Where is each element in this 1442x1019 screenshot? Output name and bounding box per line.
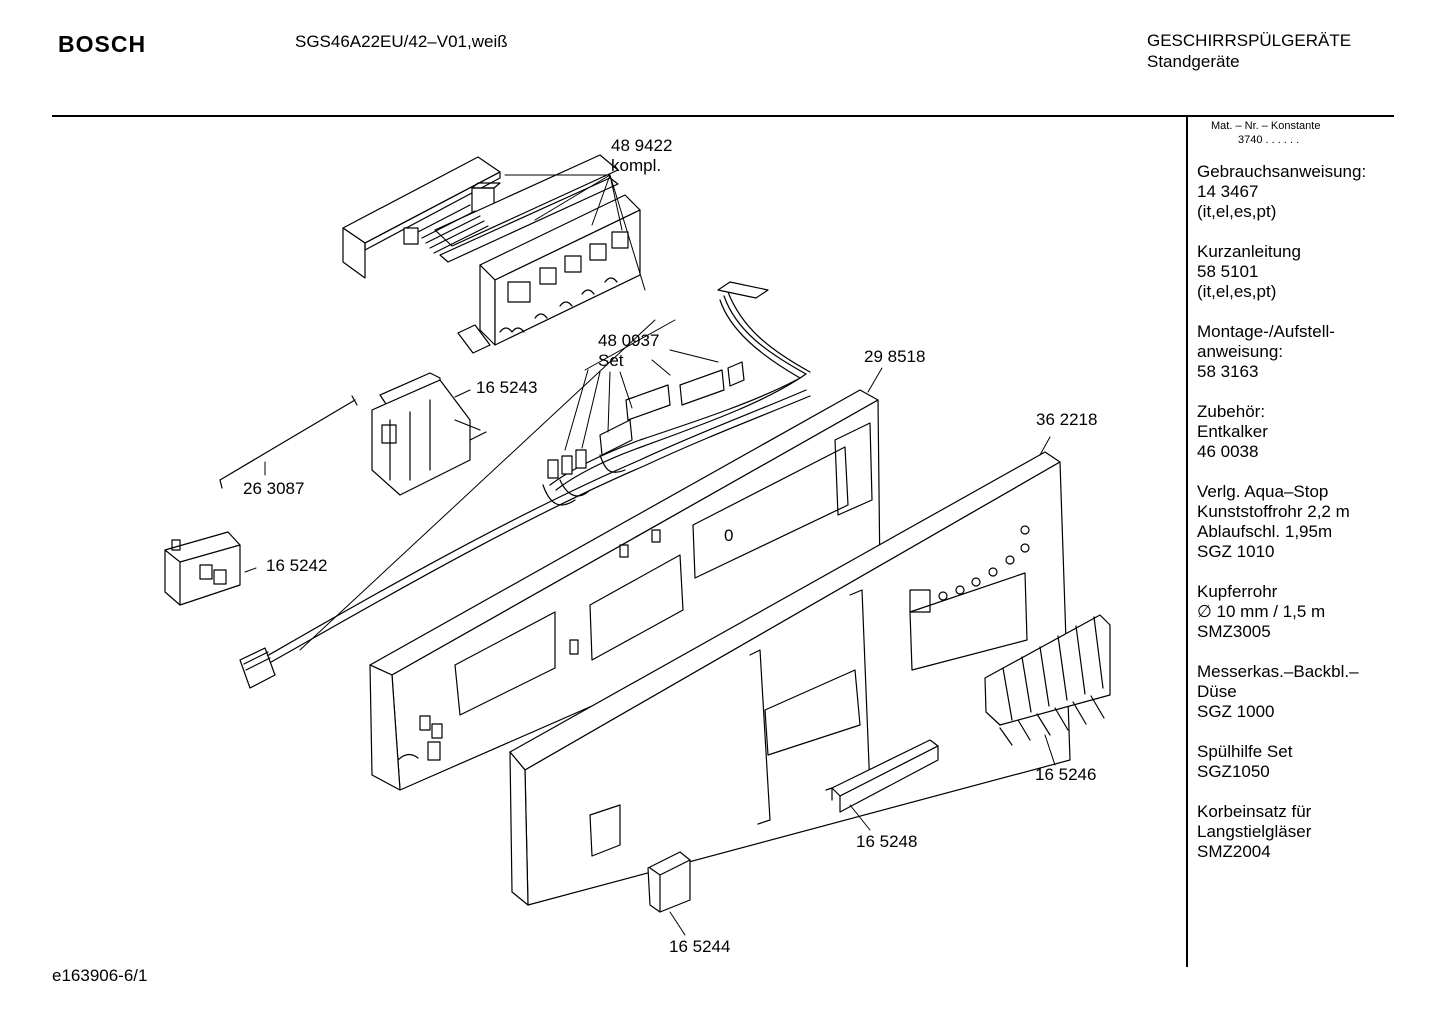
info-accessories: Zubehör: Entkalker 46 0038 [1197, 402, 1392, 462]
rod-part [220, 396, 357, 488]
sidebar-divider [1186, 117, 1188, 967]
info-line: (it,el,es,pt) [1197, 202, 1277, 221]
info-line: Entkalker [1197, 422, 1268, 441]
part-489422-label: 48 9422 [611, 136, 673, 155]
info-line: Verlg. Aqua–Stop [1197, 482, 1329, 501]
leader-lines [245, 175, 1055, 935]
info-line: Montage-/Aufstell- [1197, 322, 1335, 341]
sidebar-info: Gebrauchsanweisung: 14 3467 (it,el,es,pt… [1197, 162, 1392, 882]
info-line: SMZ3005 [1197, 622, 1271, 641]
carrier-frame-part [370, 390, 880, 790]
push-buttons-part [985, 615, 1110, 745]
info-line: (it,el,es,pt) [1197, 282, 1277, 301]
info-line: Düse [1197, 682, 1237, 701]
info-line: 58 3163 [1197, 362, 1259, 381]
knob-part [648, 852, 690, 912]
info-line: SGZ1050 [1197, 762, 1270, 781]
part-298518-label: 29 8518 [864, 347, 926, 366]
info-line: Kunststoffrohr 2,2 m [1197, 502, 1350, 521]
info-line: 14 3467 [1197, 182, 1259, 201]
part-165244-label: 16 5244 [669, 937, 731, 956]
info-aquastop: Verlg. Aqua–Stop Kunststoffrohr 2,2 m Ab… [1197, 482, 1392, 562]
part-165242-label: 16 5242 [266, 556, 328, 575]
display-digit: 0 [724, 526, 734, 545]
control-panel-cover-part [510, 452, 1070, 905]
exploded-parts-drawing [0, 0, 1180, 1000]
info-line: 46 0038 [1197, 442, 1259, 461]
part-165248-label: 16 5248 [856, 832, 918, 851]
document-id: e163906-6/1 [52, 966, 148, 985]
part-165243-label: 16 5243 [476, 378, 538, 397]
category-subtitle: Standgeräte [1147, 52, 1240, 71]
info-line: Korbeinsatz für [1197, 802, 1312, 821]
info-basket-insert: Korbeinsatz für Langstielgläser SMZ2004 [1197, 802, 1392, 862]
electronic-module-part [343, 155, 640, 353]
info-line: SGZ 1010 [1197, 542, 1275, 561]
part-362218-label: 36 2218 [1036, 410, 1098, 429]
model-number: SGS46A22EU/42–V01,weiß [295, 32, 508, 51]
info-line: 58 5101 [1197, 262, 1259, 281]
info-copper-pipe: Kupferrohr ∅ 10 mm / 1,5 m SMZ3005 [1197, 582, 1392, 642]
info-line: Ablaufschl. 1,95m [1197, 522, 1333, 541]
part-480937-label: 48 0937 [598, 331, 660, 350]
wiring-harness-part [240, 282, 810, 688]
info-line: ∅ 10 mm / 1,5 m [1197, 602, 1326, 621]
info-rinse-aid: Spülhilfe Set SGZ1050 [1197, 742, 1392, 782]
info-line: SGZ 1000 [1197, 702, 1275, 721]
info-line: Gebrauchsanweisung: [1197, 162, 1367, 181]
header-divider [52, 115, 1394, 117]
info-quickguide: Kurzanleitung 58 5101 (it,el,es,pt) [1197, 242, 1392, 302]
info-line: Kupferrohr [1197, 582, 1278, 601]
part-489422-note: kompl. [611, 156, 662, 175]
switch-part [165, 532, 240, 605]
category-title: GESCHIRRSPÜLGERÄTE [1147, 31, 1352, 50]
info-line: SMZ2004 [1197, 842, 1271, 861]
switch-housing-part [372, 373, 486, 495]
info-nozzle: Messerkas.–Backbl.– Düse SGZ 1000 [1197, 662, 1392, 722]
info-line: Messerkas.–Backbl.– [1197, 662, 1359, 681]
part-480937-note: Set [598, 351, 624, 370]
mat-nr-header: Mat. – Nr. – Konstante [1211, 120, 1321, 132]
mat-nr-value: 3740 . . . . . . [1238, 134, 1300, 146]
rail-part [826, 740, 938, 812]
info-manual: Gebrauchsanweisung: 14 3467 (it,el,es,pt… [1197, 162, 1392, 222]
info-line: Spülhilfe Set [1197, 742, 1293, 761]
info-line: Kurzanleitung [1197, 242, 1301, 261]
part-165246-label: 16 5246 [1035, 765, 1097, 784]
brand-logo: BOSCH [58, 31, 147, 57]
part-263087-label: 26 3087 [243, 479, 305, 498]
info-line: Zubehör: [1197, 402, 1266, 421]
info-line: anweisung: [1197, 342, 1284, 361]
info-line: Langstielgläser [1197, 822, 1312, 841]
info-installation: Montage-/Aufstell- anweisung: 58 3163 [1197, 322, 1392, 382]
